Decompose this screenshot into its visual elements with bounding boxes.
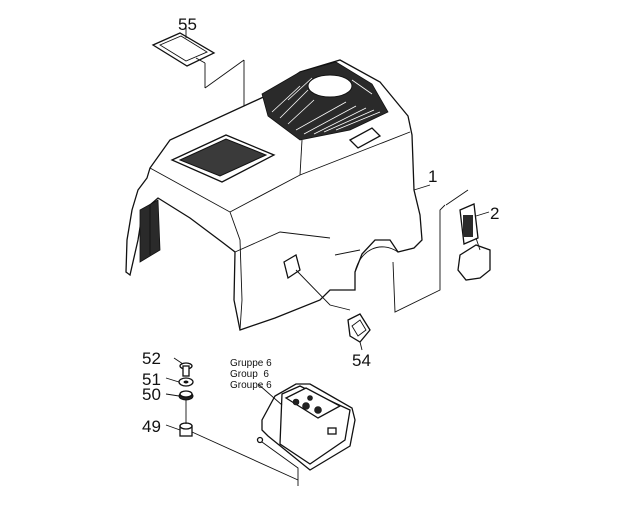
callout-51: 51 <box>142 370 161 389</box>
part-52-screw <box>173 357 193 377</box>
callout-50: 50 <box>142 385 161 404</box>
part-55-label-plate <box>151 28 245 115</box>
callout-54: 54 <box>352 351 371 370</box>
group-label-fr: Groupe 6 <box>230 380 272 391</box>
callout-49: 49 <box>142 417 161 436</box>
part-2-latch-bracket <box>457 203 491 281</box>
part-54-clip <box>347 313 371 351</box>
callout-1: 1 <box>428 167 437 186</box>
part-49-nut <box>165 400 299 481</box>
callout-55: 55 <box>178 15 197 34</box>
callout-2: 2 <box>490 204 499 223</box>
callout-52: 52 <box>142 349 161 368</box>
group-label-en: Group 6 <box>230 369 269 380</box>
part-1-cabin-cover <box>125 59 469 331</box>
part-51-washer <box>165 377 194 387</box>
part-50-grommet <box>165 390 194 401</box>
group-label-de: Gruppe 6 <box>230 358 272 369</box>
group-6-unit <box>256 383 356 486</box>
